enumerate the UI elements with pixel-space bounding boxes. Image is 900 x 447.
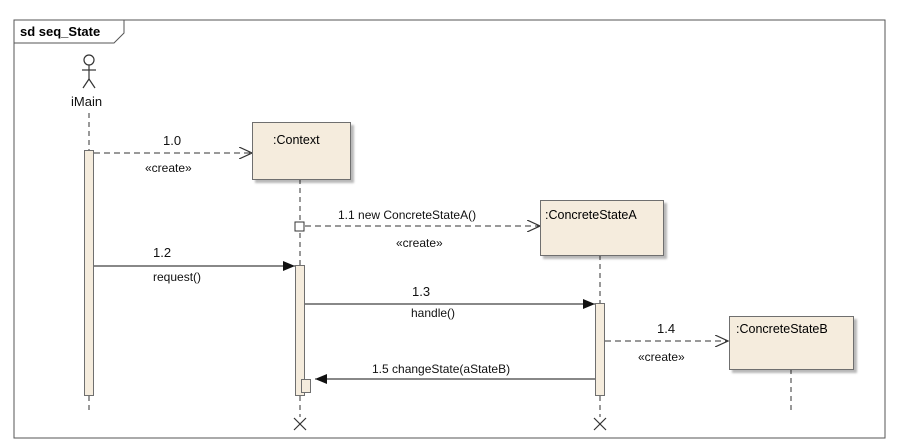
message-1-5-label: 1.5 changeState(aStateB)	[372, 362, 511, 376]
destroy-marker-context	[293, 417, 307, 431]
message-1-1-exec-spec	[294, 221, 305, 232]
lifeline-box-concrete-a: :ConcreteStateA	[540, 200, 664, 256]
message-1-4-stereotype: «create»	[638, 350, 685, 364]
message-1-2-label: request()	[153, 270, 202, 284]
message-1-3-label: handle()	[411, 306, 456, 320]
frame-tab-border	[14, 20, 125, 44]
message-1-3-number: 1.3	[412, 284, 431, 299]
message-1-4-number: 1.4	[657, 321, 676, 336]
lifeline-label-concrete-b: :ConcreteStateB	[736, 322, 828, 336]
lifeline-box-concrete-b: :ConcreteStateB	[729, 316, 854, 370]
lifeline-box-context: :Context	[252, 122, 351, 180]
actor-name: iMain	[71, 94, 103, 109]
activation-context-nested	[301, 379, 311, 393]
frame-title: sd seq_State	[20, 24, 101, 39]
message-1-2-number: 1.2	[153, 245, 172, 260]
activation-imain	[84, 150, 94, 396]
lifeline-label-context: :Context	[273, 133, 320, 147]
activation-context	[295, 265, 305, 396]
destroy-marker-concrete-a	[593, 417, 607, 431]
message-1-1-label: 1.1 new ConcreteStateA()	[338, 208, 477, 222]
message-1-0-stereotype: «create»	[145, 161, 192, 175]
activation-concrete-a	[595, 303, 605, 396]
stick-figure-icon	[82, 54, 96, 89]
message-1-1-stereotype: «create»	[396, 236, 443, 250]
lifeline-label-concrete-a: :ConcreteStateA	[545, 208, 637, 222]
message-1-0-number: 1.0	[163, 133, 182, 148]
diagram-frame	[13, 19, 886, 439]
